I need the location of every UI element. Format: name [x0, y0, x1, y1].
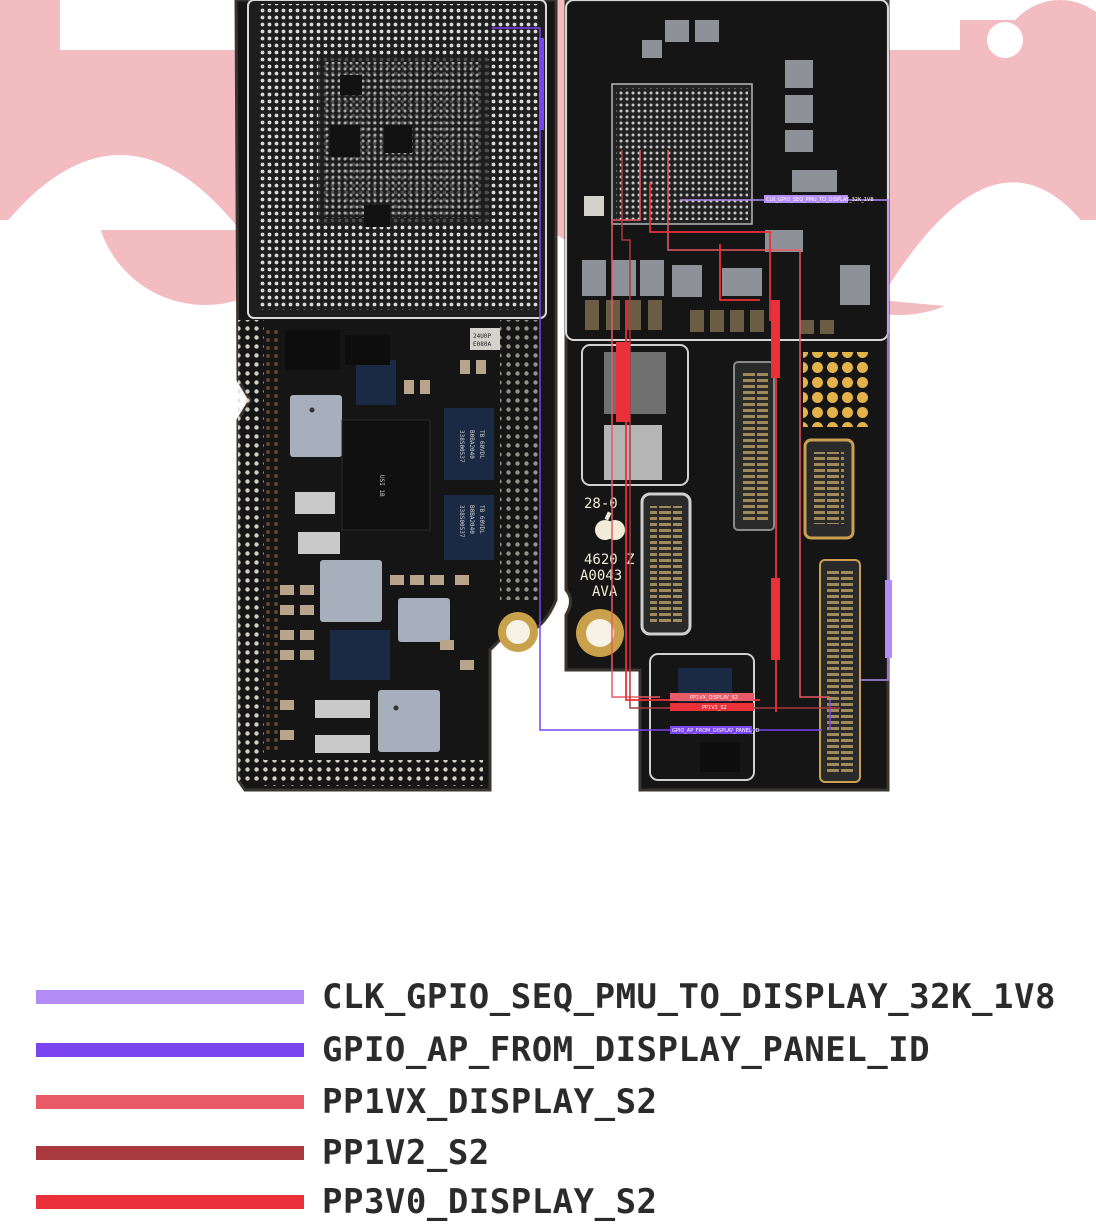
trace-tags: CLK_GPIO_SEQ_PMU_TO_DISPLAY_32K_1V8 GPIO… [670, 195, 874, 734]
legend-label: PP3V0_DISPLAY_S2 [322, 1182, 658, 1222]
legend-item-pp1vx: PP1VX_DISPLAY_S2 [36, 1082, 658, 1122]
svg-text:E080A: E080A [473, 341, 491, 348]
pp1vx-tag-bg [670, 693, 754, 701]
legend-label: PP1V2_S2 [322, 1133, 490, 1173]
legend-swatch [36, 1043, 304, 1057]
pp1vx-tag-label: PP1VX_DISPLAY_S2 [690, 695, 738, 701]
clk-rail [885, 580, 892, 658]
svg-text:TB 60VDL: TB 60VDL [478, 505, 485, 534]
pp3v0-rail-c [771, 578, 780, 660]
clk-tag-bg [764, 195, 848, 203]
apple-logo-icon [595, 511, 625, 540]
board-diagram: USI 1B 338S00537 B0BA2040 TB 60VDL 338S0… [0, 0, 1096, 792]
pp3v0-rail-b [771, 300, 780, 378]
silkscreen-line: A0043 [580, 568, 622, 584]
panel-id-rail [539, 38, 544, 130]
legend-item-clk-gpio: CLK_GPIO_SEQ_PMU_TO_DISPLAY_32K_1V8 [36, 977, 1056, 1017]
legend-item-pp3v0: PP3V0_DISPLAY_S2 [36, 1182, 658, 1222]
svg-text:338S00537: 338S00537 [458, 430, 465, 463]
legend-label: GPIO_AP_FROM_DISPLAY_PANEL_ID [322, 1030, 931, 1070]
panel-id-tag-bg [670, 726, 752, 734]
svg-text:24U0P: 24U0P [473, 333, 491, 340]
logic-board-left: USI 1B 338S00537 B0BA2040 TB 60VDL 338S0… [234, 0, 558, 792]
svg-text:B0BA2040: B0BA2040 [468, 430, 475, 459]
panel-id-tag-label: GPIO_AP_FROM_DISPLAY_PANEL_ID [672, 728, 760, 734]
silkscreen-line: 28-0 [584, 496, 618, 512]
background-logo-gaps [0, 22, 1096, 320]
legend-swatch [36, 1195, 304, 1209]
legend-item-pp1v2: PP1V2_S2 [36, 1133, 490, 1173]
pp1v2-tag-bg [670, 703, 754, 711]
pp3v0-rail-a [616, 342, 630, 422]
legend-swatch [36, 1146, 304, 1160]
legend-swatch [36, 990, 304, 1004]
trace-pp1vx [611, 150, 830, 698]
legend-label: PP1VX_DISPLAY_S2 [322, 1082, 658, 1122]
svg-text:TB 60VDL: TB 60VDL [478, 430, 485, 459]
pp1v2-tag-label: PP1V2_S2 [702, 705, 727, 711]
svg-text:USI 1B: USI 1B [378, 475, 385, 497]
silkscreen-line: 4620 Z [584, 552, 635, 568]
legend-item-panel-id: GPIO_AP_FROM_DISPLAY_PANEL_ID [36, 1030, 930, 1070]
svg-text:338S00537: 338S00537 [458, 505, 465, 538]
silkscreen-line: AVA [592, 584, 618, 600]
legend-swatch [36, 1095, 304, 1109]
clk-tag-label: CLK_GPIO_SEQ_PMU_TO_DISPLAY_32K_1V8 [766, 197, 874, 203]
svg-text:B0BA2040: B0BA2040 [468, 505, 475, 534]
logic-board-right: 28-0 4620 Z A0043 AVA [564, 0, 890, 792]
legend-label: CLK_GPIO_SEQ_PMU_TO_DISPLAY_32K_1V8 [322, 977, 1056, 1017]
